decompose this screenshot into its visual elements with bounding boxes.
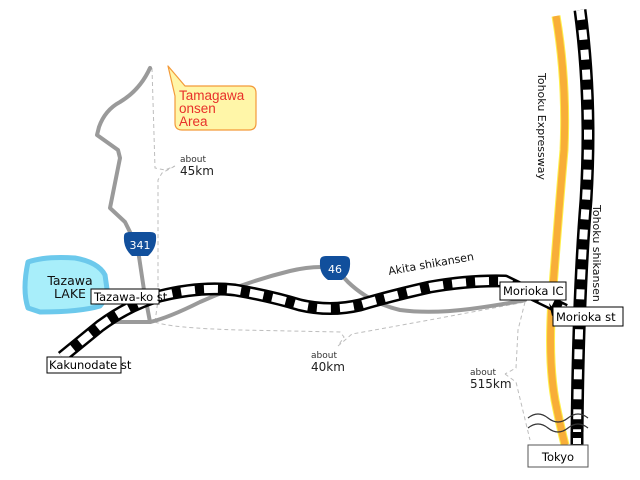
tohoku-shinkansen-label: Tohoku shikansen [590, 204, 603, 302]
station-morioka-ic-label: Morioka IC [503, 284, 564, 298]
tohoku-shinkansen-track [570, 9, 595, 432]
distance-515km: about 515km [470, 368, 512, 391]
akita-shinkansen-label: Akita shikansen [387, 250, 475, 278]
tohoku-expressway-label: Tohoku Expressway [535, 72, 548, 180]
break-symbol [527, 413, 589, 433]
station-tokyo[interactable]: Tokyo [527, 444, 589, 468]
roads [63, 66, 527, 358]
distance-40km: about 40km [311, 351, 345, 374]
tohoku-expressway-inner [547, 15, 569, 446]
callout-line3: Area [179, 114, 208, 129]
distance-guides [151, 67, 531, 441]
route-46-shield: 46 [319, 256, 351, 280]
distance-515km-prefix: about [470, 368, 496, 378]
station-tazawako[interactable]: Tazawa-ko st [90, 288, 168, 305]
route-341-road [95, 66, 152, 324]
callout-line1: Tamagawa [179, 88, 245, 103]
station-tokyo-label: Tokyo [541, 450, 574, 464]
route-341-shield: 341 [123, 232, 157, 256]
distance-45km-value: 45km [180, 164, 214, 178]
guide-45km [151, 67, 176, 323]
station-tazawako-label: Tazawa-ko st [93, 290, 168, 304]
distance-45km-prefix: about [180, 155, 206, 165]
station-morioka-ic[interactable]: Morioka IC [499, 281, 567, 301]
distance-45km: about 45km [180, 155, 214, 178]
station-kakunodate[interactable]: Kakunodate st [46, 356, 132, 374]
distance-40km-prefix: about [311, 351, 337, 361]
station-morioka[interactable]: Morioka st [552, 306, 624, 327]
lake-label-line2: LAKE [54, 286, 86, 301]
lake-label-line1: Tazawa [46, 273, 92, 288]
route-46-number: 46 [328, 263, 342, 276]
station-morioka-label: Morioka st [556, 310, 616, 324]
distance-40km-value: 40km [311, 360, 345, 374]
distance-515km-value: 515km [470, 377, 512, 391]
akita-shinkansen-track [57, 274, 568, 363]
callout-line2: onsen [179, 101, 216, 116]
guide-515km [504, 301, 531, 441]
tamagawa-onsen-callout: Tamagawa onsen Area [167, 65, 257, 131]
station-kakunodate-label: Kakunodate st [49, 358, 132, 372]
guide-40km [154, 301, 526, 347]
route-341-number: 341 [130, 239, 151, 252]
